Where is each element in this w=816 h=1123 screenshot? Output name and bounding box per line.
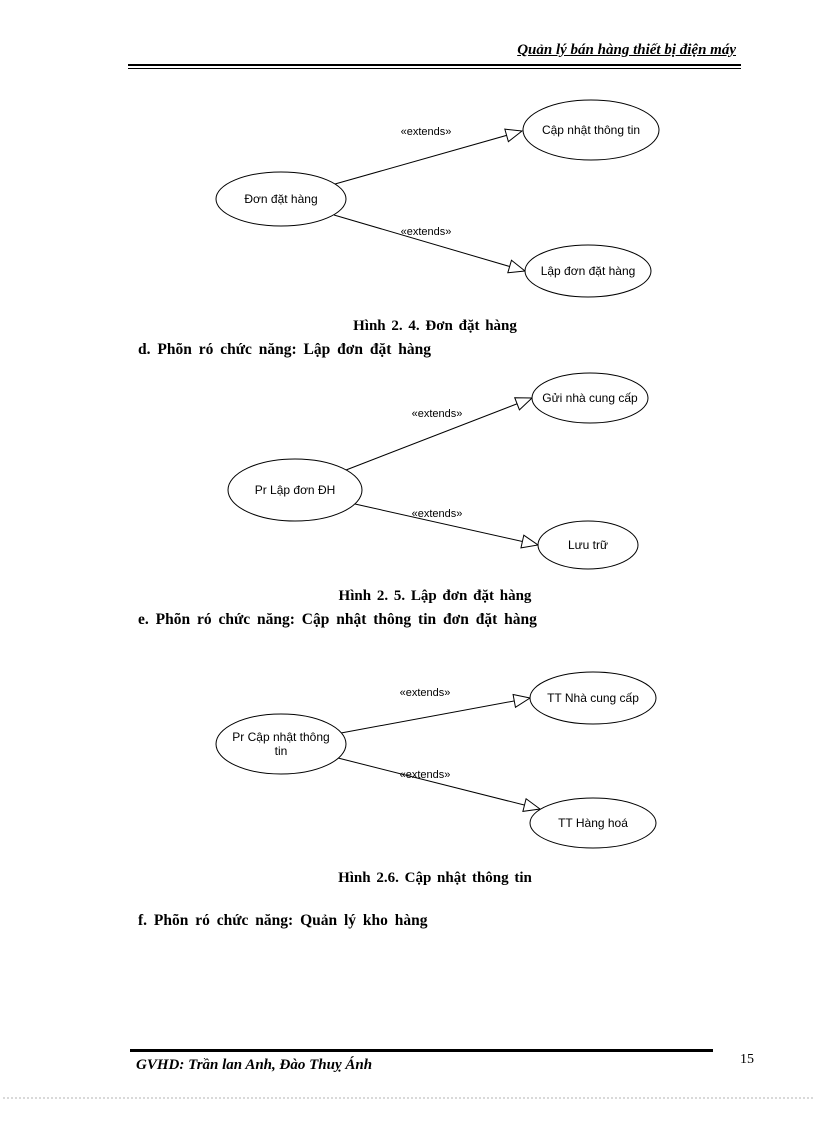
usecase-ellipse-target-top <box>531 372 649 424</box>
extends-connector-bottom <box>354 503 540 549</box>
paragraph-f: f. Phõn ró chức năng: Quản lý kho hàng <box>138 912 428 929</box>
extends-connector-bottom <box>333 214 527 274</box>
page-header: Quản lý bán hàng thiết bị điện máy <box>130 41 740 59</box>
extends-connector-top <box>345 397 534 471</box>
usecase-label-source: Pr Lập đơn ĐH <box>255 483 336 497</box>
usecase-diagram-don-dat-hang: Đơn đặt hàng Cập nhật thông tin Lập đơn … <box>215 99 660 298</box>
header-rule-thick <box>128 64 741 66</box>
usecase-label-source-line2: tin <box>275 744 288 758</box>
footer-rule <box>130 1049 713 1052</box>
usecase-ellipse-source <box>215 171 347 227</box>
usecase-diagram-lap-don-dh: Pr Lập đơn ĐH Gửi nhà cung cấp Lưu trữ «… <box>227 372 649 570</box>
usecase-label-target-top: Gửi nhà cung cấp <box>542 391 638 405</box>
figure-caption-2-5: Hình 2. 5. Lập đơn đặt hàng <box>338 588 532 604</box>
figure-caption-2-6: Hình 2.6. Cập nhật thông tin <box>338 870 532 886</box>
usecase-label-target-bottom: Lưu trữ <box>568 538 608 552</box>
usecase-ellipse-source <box>215 713 347 775</box>
extends-connector-top <box>340 693 532 734</box>
paragraph-e: e. Phõn ró chức năng: Cập nhật thông tin… <box>138 611 537 628</box>
usecase-ellipse-target-bottom <box>537 520 639 570</box>
page-bottom-edge <box>3 1097 813 1099</box>
usecase-label-target-bottom: Lập đơn đặt hàng <box>541 264 636 278</box>
extends-stereotype-top: «extends» <box>400 687 451 699</box>
page-number: 15 <box>740 1052 754 1067</box>
usecase-label-source-line1: Pr Cập nhật thông <box>232 730 329 744</box>
extends-connector-bottom <box>337 757 542 812</box>
extends-stereotype-top: «extends» <box>412 408 463 420</box>
extends-stereotype-bottom: «extends» <box>400 769 451 781</box>
header-title: Quản lý bán hàng thiết bị điện máy <box>517 42 736 58</box>
paragraph-d: d. Phõn ró chức năng: Lập đơn đặt hàng <box>138 341 431 358</box>
footer-gvhd: GVHD: Trần lan Anh, Đào Thuỵ Ánh <box>136 1057 373 1073</box>
header-rule-thin <box>128 68 741 69</box>
usecase-label-target-top: TT Nhà cung cấp <box>547 691 639 705</box>
usecase-label-source: Đơn đặt hàng <box>244 192 317 206</box>
extends-stereotype-bottom: «extends» <box>412 508 463 520</box>
extends-stereotype-top: «extends» <box>401 126 452 138</box>
usecase-ellipse-target-top <box>529 671 657 725</box>
extends-stereotype-bottom: «extends» <box>401 226 452 238</box>
usecase-ellipse-target-top <box>522 99 660 161</box>
figure-caption-2-4: Hình 2. 4. Đơn đặt hàng <box>353 318 517 334</box>
usecase-label-target-top: Cập nhật thông tin <box>542 123 640 137</box>
usecase-ellipse-source <box>227 458 363 522</box>
usecase-diagram-cap-nhat-thong-tin: Pr Cập nhật thông tin TT Nhà cung cấp TT… <box>215 671 657 849</box>
extends-connector-top <box>334 128 524 185</box>
usecase-ellipse-target-bottom <box>529 797 657 849</box>
usecase-label-target-bottom: TT Hàng hoá <box>558 816 628 830</box>
usecase-ellipse-target-bottom <box>524 244 652 298</box>
